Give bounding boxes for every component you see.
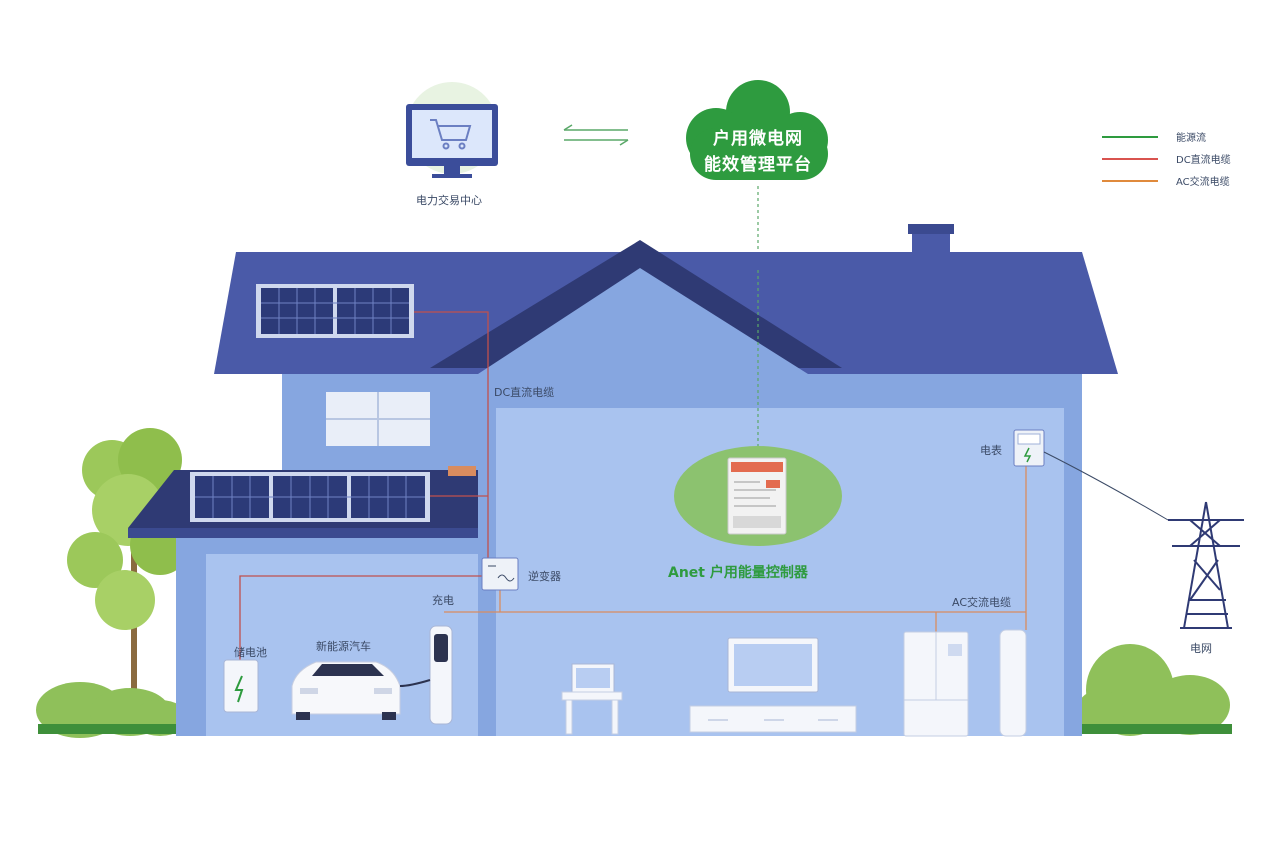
ev-label: 新能源汽车 <box>316 640 371 653</box>
dc-cable-label: DC直流电缆 <box>494 386 555 399</box>
grass-left <box>38 724 178 734</box>
desk-computer-icon <box>561 663 623 735</box>
grass-right <box>1080 724 1232 734</box>
legend-swatch-ac <box>1102 180 1158 182</box>
energy-controller-icon <box>674 446 842 546</box>
grid-label: 电网 <box>1190 642 1212 655</box>
cloud-title-line1: 户用微电网 <box>713 129 803 149</box>
legend-label-ac: AC交流电缆 <box>1176 177 1230 188</box>
trading-center-label: 电力交易中心 <box>416 194 482 207</box>
charging-pile-label: 充电 <box>432 594 454 607</box>
electric-meter-icon <box>1013 429 1045 467</box>
battery-storage-icon <box>223 659 259 713</box>
gable-wall <box>478 268 808 374</box>
ac-cable-label: AC交流电缆 <box>952 596 1012 609</box>
inverter-label: 逆变器 <box>528 570 561 583</box>
ac-cable <box>444 466 1027 632</box>
bush-right-icon <box>1076 644 1230 736</box>
trading-center-monitor-icon <box>406 82 498 178</box>
dc-cable <box>239 311 489 660</box>
refrigerator-icon <box>903 631 969 737</box>
cloud-title-line2: 能效管理平台 <box>704 155 812 175</box>
inverter-icon <box>481 557 519 591</box>
water-heater-icon <box>999 629 1027 737</box>
electric-vehicle-icon <box>291 661 401 720</box>
legend-label-dc: DC直流电缆 <box>1176 155 1231 166</box>
window-icon <box>326 392 430 446</box>
legend-swatch-energy <box>1102 136 1158 138</box>
transmission-tower-icon <box>1168 501 1244 629</box>
shopping-cart-icon <box>430 119 472 150</box>
tv-cabinet-icon <box>689 705 857 733</box>
tv-icon <box>727 637 819 693</box>
charging-pile-icon <box>399 625 453 725</box>
legend-swatch-dc <box>1102 158 1158 160</box>
meter-label: 电表 <box>980 444 1002 457</box>
roof-solar-panel-icon <box>256 284 414 338</box>
exchange-arrows-icon <box>563 124 629 146</box>
cloud-platform-icon <box>686 80 828 180</box>
controller-title: Anet 户用能量控制器 <box>668 565 808 581</box>
power-line <box>1043 451 1169 521</box>
battery-label: 储电池 <box>234 646 267 659</box>
garage-solar-panel-icon <box>190 472 430 522</box>
legend-label-energy: 能源流 <box>1176 133 1206 144</box>
